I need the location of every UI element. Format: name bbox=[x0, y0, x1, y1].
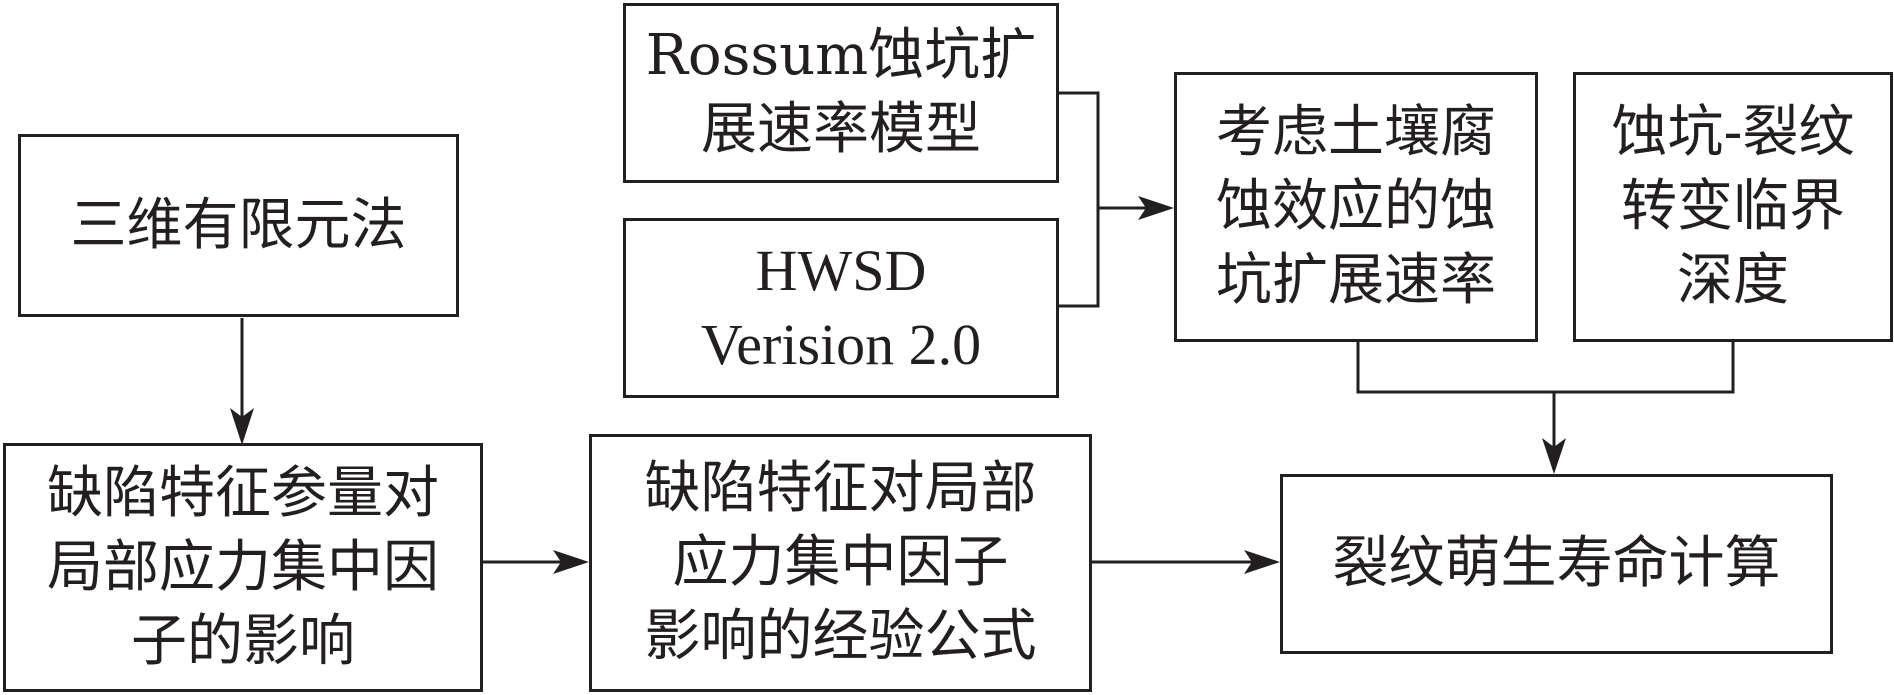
defect-param-label: 缺陷特征参量对 局部应力集中因 子的影响 bbox=[47, 460, 439, 674]
arrowhead-life-right bbox=[1244, 550, 1280, 574]
arrowhead-fem-down bbox=[230, 408, 254, 445]
empirical-formula-box: 缺陷特征对局部 应力集中因子 影响的经验公式 bbox=[589, 434, 1092, 692]
defect-param-box: 缺陷特征参量对 局部应力集中因 子的影响 bbox=[3, 443, 483, 692]
life-calc-label: 裂纹萌生寿命计算 bbox=[1332, 531, 1781, 596]
arrowhead-life-down bbox=[1542, 438, 1566, 474]
hwsd-label: HWSD Verision 2.0 bbox=[700, 238, 982, 377]
pit-rate-label: 考虑土壤腐 蚀效应的蚀 坑扩展速率 bbox=[1216, 100, 1496, 313]
arrowhead-empirical bbox=[553, 550, 589, 574]
connector-rossum-hwsd-merge bbox=[1059, 91, 1100, 308]
fem-box: 三维有限元法 bbox=[18, 134, 459, 317]
connector-pit-critical-merge bbox=[1356, 342, 1735, 394]
arrowhead-pit-rate bbox=[1138, 196, 1174, 220]
pit-rate-box: 考虑土壤腐 蚀效应的蚀 坑扩展速率 bbox=[1174, 72, 1538, 342]
empirical-formula-label: 缺陷特征对局部 应力集中因子 影响的经验公式 bbox=[644, 456, 1037, 669]
rossum-model-label: Rossum蚀坑扩 展速率模型 bbox=[645, 23, 1037, 162]
critical-depth-label: 蚀坑-裂纹 转变临界 深度 bbox=[1611, 100, 1855, 313]
rossum-model-box: Rossum蚀坑扩 展速率模型 bbox=[623, 3, 1059, 183]
hwsd-box: HWSD Verision 2.0 bbox=[623, 218, 1059, 398]
critical-depth-box: 蚀坑-裂纹 转变临界 深度 bbox=[1573, 72, 1893, 342]
fem-label: 三维有限元法 bbox=[70, 192, 407, 258]
life-calc-box: 裂纹萌生寿命计算 bbox=[1280, 474, 1833, 654]
